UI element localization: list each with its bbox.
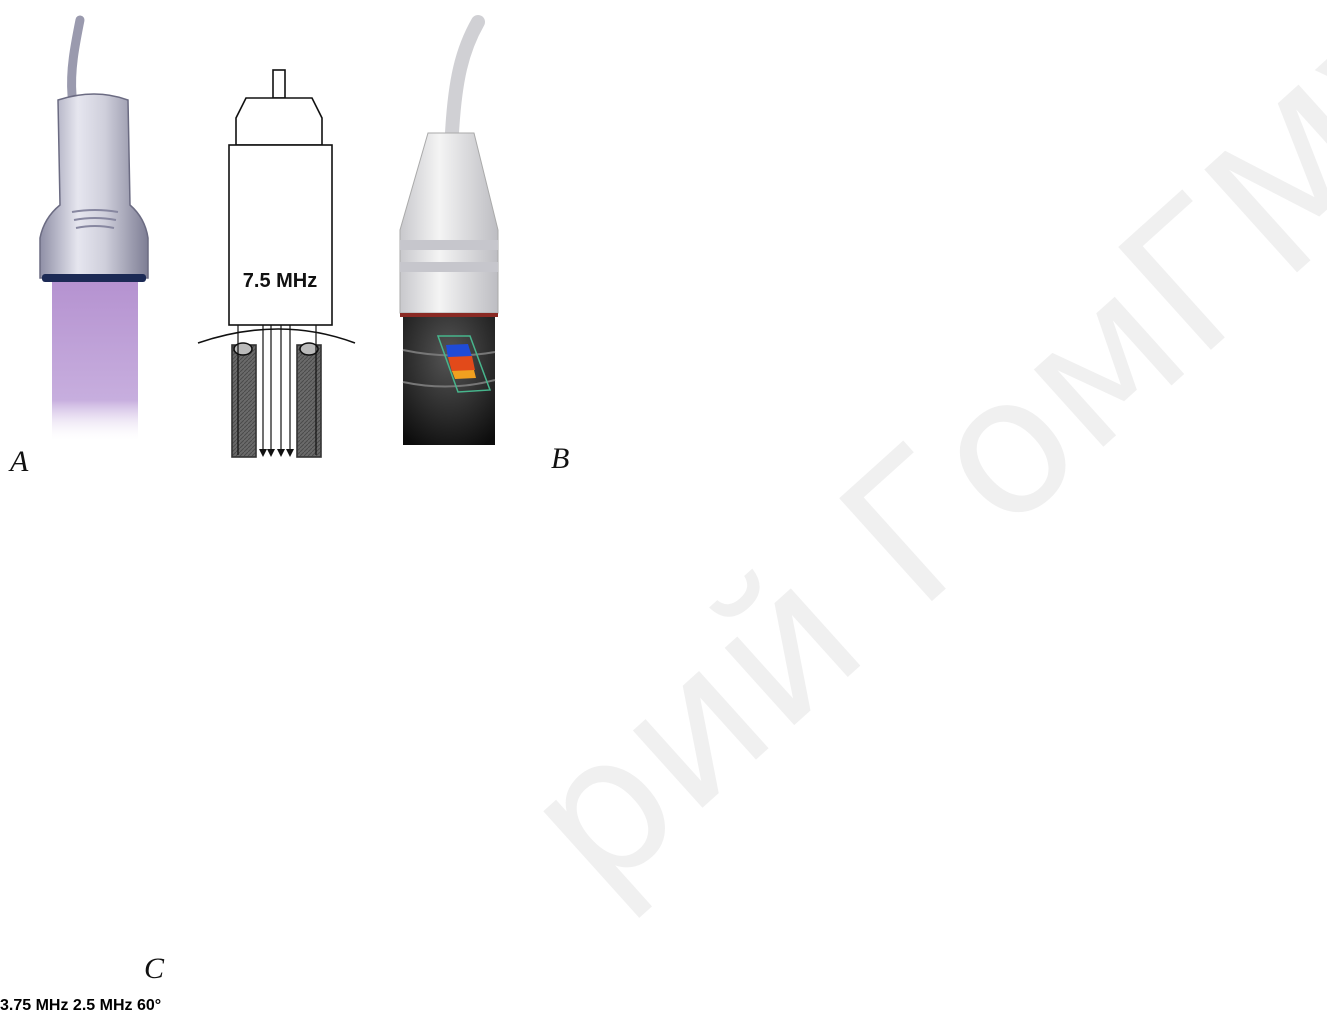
panel-b: 3.75 MHz xyxy=(0,997,73,1014)
frequency-label-c-line2: MHz xyxy=(100,997,133,1014)
linear-beam xyxy=(52,280,138,440)
panel-label-c: C xyxy=(144,952,164,986)
frequency-label-c-line1: 2.5 xyxy=(73,997,95,1014)
frequency-label-a: 7.5 MHz xyxy=(243,270,317,292)
watermark-text: рий ГомГМУ xyxy=(482,0,1327,933)
linear-probe-schematic xyxy=(198,70,355,457)
watermark: рий ГомГМУ xyxy=(482,0,1327,933)
panel-c: 2.5 MHz 60° xyxy=(73,997,161,1014)
ultrasound-probes-figure: рий ГомГМУ 7.5 MHz xyxy=(0,0,1327,992)
panel-a: 7.5 MHz xyxy=(40,20,498,457)
panel-label-a: A xyxy=(10,445,28,479)
frequency-label-b: 3.75 MHz xyxy=(0,997,68,1014)
figure-canvas: рий ГомГМУ 7.5 MHz xyxy=(0,0,1327,992)
angle-label-c: 60° xyxy=(137,997,161,1014)
panel-label-b: B xyxy=(551,442,569,476)
linear-probe-render xyxy=(40,20,148,440)
linear-probe-doppler xyxy=(400,22,498,445)
